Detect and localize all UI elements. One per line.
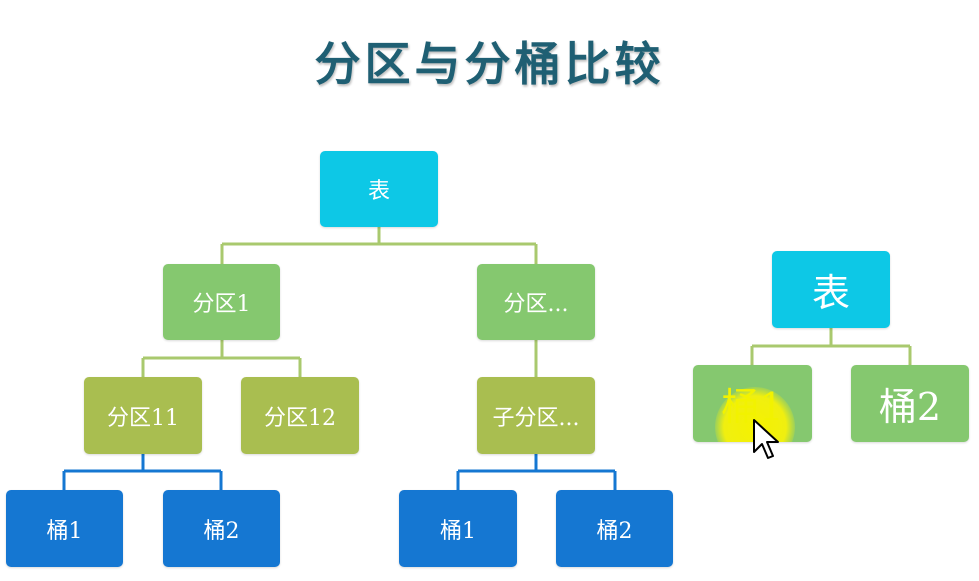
- bucket-node: 桶2: [163, 490, 280, 567]
- connector-root-partitions: [220, 226, 538, 264]
- partition-1-node: 分区1: [163, 264, 280, 340]
- page-title: 分区与分桶比较: [314, 37, 665, 91]
- connector-subpartition-buckets: [456, 453, 617, 491]
- right-table-node: 表: [772, 251, 890, 328]
- bucket-label: 桶1: [440, 518, 476, 544]
- bucket-node: 桶2: [556, 490, 673, 567]
- partition-12-node: 分区12: [241, 377, 359, 454]
- right-bucket-1-node: 桶1: [693, 365, 812, 442]
- right-bucket-2-label: 桶2: [878, 385, 942, 429]
- connector-partition11-buckets: [62, 453, 223, 491]
- partition-n-label: 分区...: [503, 292, 569, 317]
- table-node-label: 表: [367, 179, 390, 204]
- partition-11-node: 分区11: [84, 377, 202, 454]
- bucket-label: 桶1: [46, 518, 83, 544]
- bucket-label: 桶2: [596, 518, 633, 544]
- table-node: 表: [320, 151, 438, 227]
- sub-partition-node: 子分区...: [477, 377, 595, 454]
- bucket-node: 桶1: [399, 490, 517, 567]
- connector-partition1-children: [141, 340, 302, 378]
- right-table-label: 表: [811, 271, 850, 315]
- partition-n-node: 分区...: [477, 264, 595, 340]
- sub-partition-label: 子分区...: [492, 405, 580, 431]
- right-bucket-1-label: 桶1: [721, 385, 784, 429]
- mouse-pointer-icon: [753, 419, 779, 459]
- partition-11-label: 分区11: [107, 405, 179, 431]
- right-bucket-2-node: 桶2: [851, 365, 969, 442]
- bucket-node: 桶1: [6, 490, 123, 567]
- connector-right-root-buckets: [750, 328, 912, 366]
- partition-12-label: 分区12: [264, 405, 336, 431]
- bucket-label: 桶2: [203, 518, 240, 544]
- partition-1-label: 分区1: [192, 292, 251, 317]
